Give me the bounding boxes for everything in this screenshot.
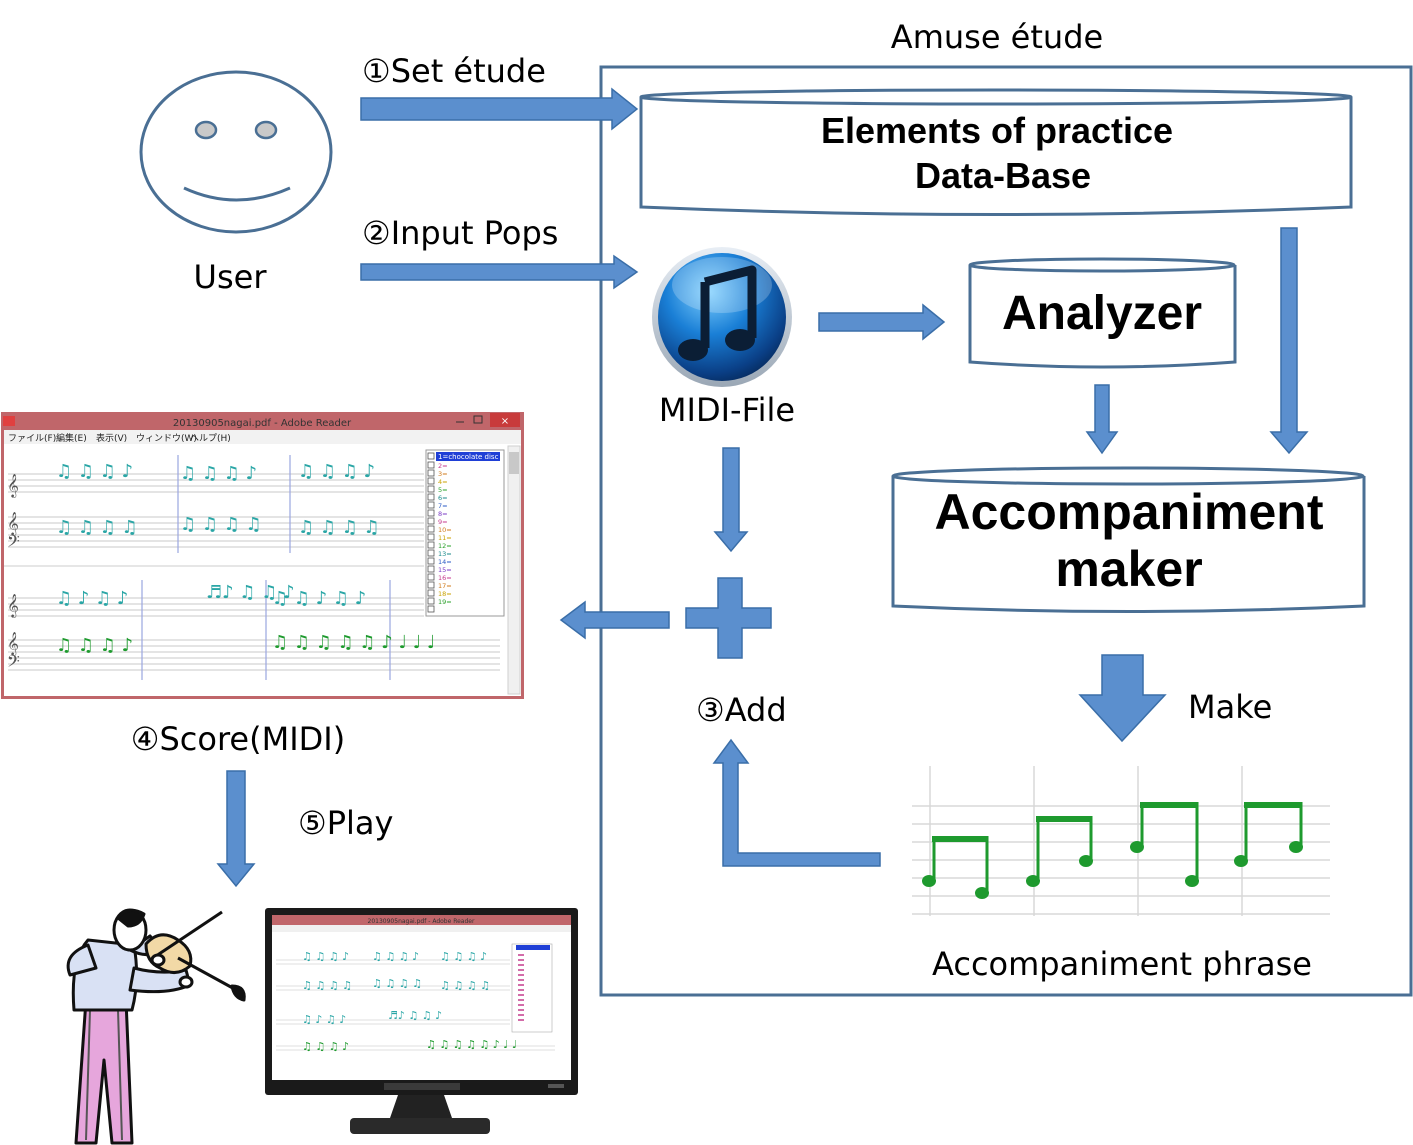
track-item[interactable]: 10= (438, 526, 452, 534)
track-item[interactable]: 18= (438, 590, 452, 598)
svg-text:♫ ♫ ♪ ♫ ♪: ♫ ♫ ♪ ♫ ♪ (272, 588, 366, 609)
accompaniment-maker-cylinder (891, 466, 1366, 613)
svg-text:♫ ♫ ♫ ♫ ♫ ♪ ♩ ♩: ♫ ♫ ♫ ♫ ♫ ♪ ♩ ♩ (426, 1038, 517, 1051)
reader-menu-help[interactable]: ヘルプ(H) (190, 433, 231, 444)
track-item[interactable]: 12= (438, 542, 452, 550)
track-item[interactable]: 2= (438, 462, 448, 470)
track-item[interactable]: 11= (438, 534, 452, 542)
svg-text:𝄢: 𝄢 (7, 531, 20, 555)
reader-menu-edit[interactable]: 編集(E) (56, 432, 87, 444)
svg-text:♫ ♫ ♫ ♪: ♫ ♫ ♫ ♪ (372, 950, 419, 963)
track-item[interactable]: 7= (438, 502, 448, 510)
database-label-line1: Elements of practice (821, 110, 1173, 151)
database-to-maker-arrow (1269, 227, 1309, 455)
step-play-label: ⑤Play (298, 804, 393, 842)
svg-text:♫ ♫ ♫ ♫: ♫ ♫ ♫ ♫ (302, 979, 352, 992)
track-item[interactable]: 5= (438, 486, 448, 494)
track-item[interactable]: 19= (438, 598, 452, 606)
violinist-icon (66, 908, 246, 1145)
smiley-face-icon (139, 70, 333, 234)
midi-to-add-arrow (713, 447, 749, 553)
svg-text:𝄞: 𝄞 (7, 631, 19, 656)
accompaniment-maker-line2: maker (1055, 541, 1202, 597)
svg-text:♫ ♪ ♫ ♪: ♫ ♪ ♫ ♪ (302, 1013, 346, 1026)
midi-to-analyzer-arrow (818, 303, 946, 341)
track-list-selected[interactable]: 1=chocolate disc (438, 453, 499, 461)
svg-text:♫ ♫ ♫ ♪: ♫ ♫ ♫ ♪ (302, 950, 349, 963)
svg-text:♫ ♫ ♫ ♪: ♫ ♫ ♫ ♪ (56, 635, 133, 656)
track-item[interactable]: 17= (438, 582, 452, 590)
system-title: Amuse étude (891, 18, 1103, 56)
reader-track-list[interactable]: 1=chocolate disc 2= 3= 4= 5= 6= 7= 8= 9=… (425, 449, 505, 617)
svg-text:♫ ♫ ♫ ♫: ♫ ♫ ♫ ♫ (180, 514, 262, 535)
track-item[interactable]: 4= (438, 478, 448, 486)
reader-menu-window[interactable]: ウィンドウ(W) (136, 433, 197, 444)
score-reader-window: 20130905nagai.pdf - Adobe Reader × ファイル(… (1, 412, 524, 699)
svg-text:♫ ♫ ♫ ♫: ♫ ♫ ♫ ♫ (56, 517, 138, 538)
svg-text:×: × (501, 416, 509, 427)
svg-text:♫ ♪ ♫ ♪: ♫ ♪ ♫ ♪ (56, 588, 128, 609)
step-input-pops-label: ②Input Pops (362, 214, 558, 252)
analyzer-to-maker-arrow (1085, 384, 1119, 455)
svg-text:♫ ♫ ♫ ♫: ♫ ♫ ♫ ♫ (298, 517, 380, 538)
analyzer-cylinder (968, 257, 1237, 369)
reader-window-controls (456, 415, 483, 424)
svg-text:𝄞: 𝄞 (7, 473, 19, 498)
svg-text:♫ ♫ ♫ ♪: ♫ ♫ ♫ ♪ (440, 950, 487, 963)
svg-text:♫ ♫ ♫ ♫: ♫ ♫ ♫ ♫ (440, 979, 490, 992)
add-plus-icon (685, 577, 772, 659)
svg-text:♫ ♫ ♫ ♪: ♫ ♫ ♫ ♪ (56, 461, 133, 482)
svg-text:𝄞: 𝄞 (7, 511, 19, 536)
reader-menu-view[interactable]: 表示(V) (96, 432, 127, 444)
phrase-to-add-arrow (712, 738, 881, 867)
svg-text:𝄢: 𝄢 (7, 651, 20, 675)
add-to-score-arrow (559, 600, 670, 640)
track-item[interactable]: 3= (438, 470, 448, 478)
monitor-icon: 20130905nagai.pdf - Adobe Reader ♫ ♫ ♫ ♪… (265, 908, 578, 1134)
user-label: User (194, 258, 268, 296)
reader-window-title: 20130905nagai.pdf - Adobe Reader (173, 418, 352, 429)
reader-menu-bar: ファイル(F) 編集(E) 表示(V) ウィンドウ(W) ヘルプ(H) (8, 432, 231, 444)
score-to-play-arrow (216, 770, 256, 888)
accompaniment-phrase-label: Accompaniment phrase (932, 945, 1312, 983)
track-item[interactable]: 15= (438, 566, 452, 574)
reader-close-button[interactable] (490, 413, 520, 427)
svg-text:♫ ♫ ♫ ♫: ♫ ♫ ♫ ♫ (372, 977, 422, 990)
make-arrow (1078, 654, 1167, 743)
make-label: Make (1188, 688, 1272, 726)
system-boundary (599, 65, 1413, 997)
analyzer-label: Analyzer (1002, 287, 1202, 340)
svg-text:♫ ♫ ♫ ♫ ♫ ♪ ♩ ♩ ♩: ♫ ♫ ♫ ♫ ♫ ♪ ♩ ♩ ♩ (272, 632, 435, 653)
set-etude-arrow (360, 87, 639, 131)
step-add-label: ③Add (696, 691, 787, 729)
track-item[interactable]: 14= (438, 558, 452, 566)
track-item[interactable]: 6= (438, 494, 448, 502)
database-label-line2: Data-Base (915, 155, 1091, 196)
step-score-label: ④Score(MIDI) (131, 720, 345, 758)
monitor-window-title: 20130905nagai.pdf - Adobe Reader (368, 918, 475, 925)
track-item[interactable]: 13= (438, 550, 452, 558)
accompaniment-maker-line1: Accompaniment (935, 484, 1324, 540)
svg-text:♬♪ ♫ ♫ ♪: ♬♪ ♫ ♫ ♪ (388, 1009, 442, 1022)
svg-text:♬♪ ♫ ♫ ♪: ♬♪ ♫ ♫ ♪ (206, 582, 295, 603)
reader-scrollbar[interactable] (507, 445, 521, 695)
reader-menu-file[interactable]: ファイル(F) (8, 434, 56, 444)
track-item[interactable]: 9= (438, 518, 448, 526)
svg-text:♫ ♫ ♫ ♪: ♫ ♫ ♫ ♪ (298, 461, 375, 482)
track-item[interactable]: 16= (438, 574, 452, 582)
track-item[interactable]: 8= (438, 510, 448, 518)
svg-text:♫ ♫ ♫ ♪: ♫ ♫ ♫ ♪ (180, 463, 257, 484)
music-note-icon (652, 247, 792, 387)
input-pops-arrow (360, 254, 639, 290)
accompaniment-phrase-staff (912, 766, 1330, 916)
database-cylinder (639, 88, 1353, 216)
svg-text:𝄞: 𝄞 (7, 593, 19, 618)
svg-text:♫ ♫ ♫ ♪: ♫ ♫ ♫ ♪ (302, 1040, 349, 1053)
step-set-etude-label: ①Set étude (362, 52, 546, 90)
midi-file-label: MIDI-File (659, 391, 795, 429)
